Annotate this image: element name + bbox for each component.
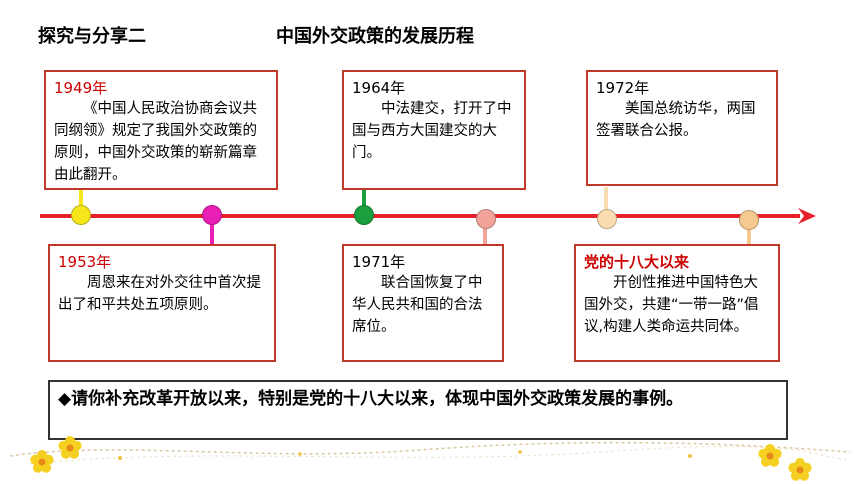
event-card-1971: 1971年 联合国恢复了中华人民共和国的合法席位。 <box>342 244 504 362</box>
connector-1949 <box>79 189 83 211</box>
connector-1953 <box>210 222 214 244</box>
event-description: 周恩来在对外交往中首次提出了和平共处五项原则。 <box>58 275 261 313</box>
event-card-1949: 1949年 《中国人民政治协商会议共同纲领》规定了我国外交政策的原则，中国外交政… <box>44 70 278 190</box>
timeline-dot-1949 <box>71 205 91 225</box>
page-title: 中国外交政策的发展历程 <box>276 26 474 47</box>
timeline-dot-1971 <box>476 209 496 229</box>
question-box: ◆请你补充改革开放以来，特别是党的十八大以来，体现中国外交政策发展的事例。 <box>48 380 788 440</box>
connector-1972 <box>604 187 608 210</box>
event-card-1953: 1953年 周恩来在对外交往中首次提出了和平共处五项原则。 <box>48 244 276 362</box>
event-description: 联合国恢复了中华人民共和国的合法席位。 <box>352 275 483 335</box>
event-description: 美国总统访华，两国签署联合公报。 <box>596 101 756 139</box>
timeline-dot-1964 <box>354 205 374 225</box>
section-label: 探究与分享二 <box>38 26 146 47</box>
event-description: 《中国人民政治协商会议共同纲领》规定了我国外交政策的原则，中国外交政策的崭新篇章… <box>54 101 257 183</box>
connector-1964 <box>362 184 366 210</box>
flower-icon <box>58 436 82 459</box>
timeline-dot-18th-congress <box>739 210 759 230</box>
event-card-18th-congress: 党的十八大以来 开创性推进中国特色大国外交，共建“一带一路”倡议,构建人类命运共… <box>574 244 780 362</box>
event-card-1972: 1972年 美国总统访华，两国签署联合公报。 <box>586 70 778 186</box>
timeline-dot-1953 <box>202 205 222 225</box>
event-card-1964: 1964年 中法建交，打开了中国与西方大国建交的大门。 <box>342 70 526 190</box>
connector-1971 <box>483 224 487 248</box>
flower-icon <box>788 458 812 481</box>
flower-border-decoration <box>9 436 851 481</box>
timeline-dot-1972 <box>597 209 617 229</box>
event-year: 1953年 <box>58 253 112 271</box>
event-year: 党的十八大以来 <box>584 253 690 271</box>
event-year: 1972年 <box>596 79 650 97</box>
event-year: 1971年 <box>352 253 406 271</box>
event-year: 1949年 <box>54 79 108 97</box>
event-description: 开创性推进中国特色大国外交，共建“一带一路”倡议,构建人类命运共同体。 <box>584 275 759 335</box>
event-description: 中法建交，打开了中国与西方大国建交的大门。 <box>352 101 512 161</box>
connector-18th-congress <box>747 226 751 248</box>
event-year: 1964年 <box>352 79 406 97</box>
